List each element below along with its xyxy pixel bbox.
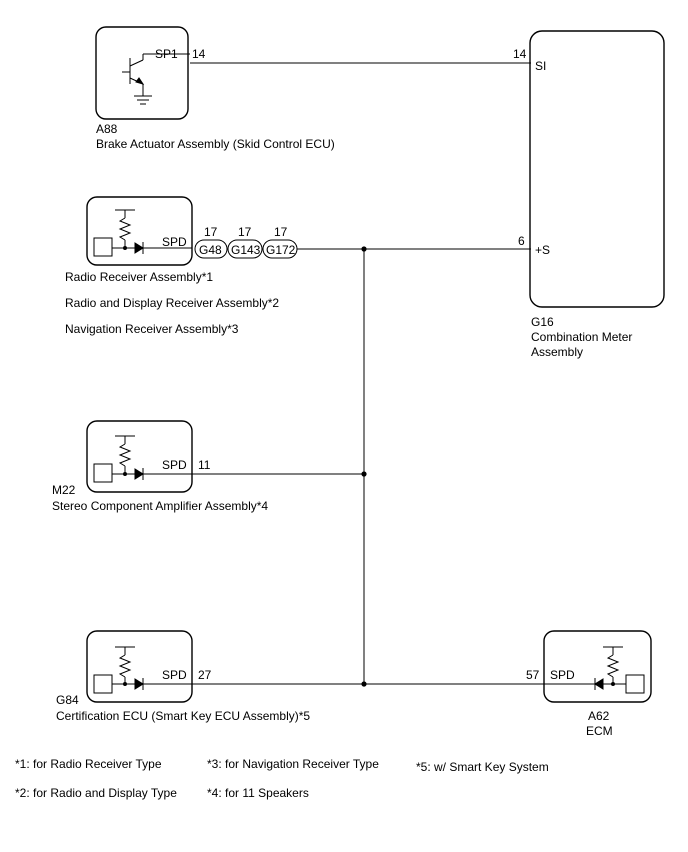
g16-pin1-name: SI <box>535 59 546 73</box>
connector-group: G48 17 G143 17 G172 17 <box>194 225 298 259</box>
a62-name: ECM <box>586 724 613 738</box>
m22-pin-number: 11 <box>198 458 211 472</box>
a88-box <box>95 26 189 120</box>
g16-pin1-number: 14 <box>513 47 527 61</box>
g84-pin-number: 27 <box>198 668 212 682</box>
m22-box <box>86 420 193 493</box>
g84-pin-name: SPD <box>162 668 187 682</box>
g16-name-line1: Combination Meter <box>531 330 632 344</box>
m22-pin-name: SPD <box>162 458 187 472</box>
footnote-2: *2: for Radio and Display Type <box>15 786 177 800</box>
a88-code: A88 <box>96 122 118 136</box>
connector-g172-pin: 17 <box>274 225 288 239</box>
radio-name-2: Radio and Display Receiver Assembly*2 <box>65 296 279 310</box>
radio-component: SPD Radio Receiver Assembly*1 Radio and … <box>65 196 279 336</box>
m22-component: SPD 11 M22 Stereo Component Amplifier As… <box>52 420 268 513</box>
radio-name-1: Radio Receiver Assembly*1 <box>65 270 213 284</box>
connector-g143 <box>227 239 263 259</box>
connector-g172-label: G172 <box>266 243 296 257</box>
a88-pin-name: SP1 <box>155 47 178 61</box>
a62-pin-name: SPD <box>550 668 575 682</box>
g84-code: G84 <box>56 693 79 707</box>
footnote-5: *5: w/ Smart Key System <box>416 760 549 774</box>
m22-junction-dot <box>123 472 127 476</box>
connector-g48-label: G48 <box>199 243 222 257</box>
g84-junction-dot <box>123 682 127 686</box>
pullup-circuit-icon <box>93 209 192 257</box>
g84-box <box>86 630 193 703</box>
radio-box <box>86 196 193 266</box>
footnote-1: *1: for Radio Receiver Type <box>15 757 162 771</box>
junction-dot-1 <box>361 246 367 252</box>
connector-g143-label: G143 <box>231 243 261 257</box>
a62-component: SPD 57 A62 ECM <box>526 630 652 738</box>
footnote-3: *3: for Navigation Receiver Type <box>207 757 379 771</box>
radio-junction-dot <box>123 246 127 250</box>
radio-name-3: Navigation Receiver Assembly*3 <box>65 322 239 336</box>
connector-g143-pin: 17 <box>238 225 252 239</box>
g84-name: Certification ECU (Smart Key ECU Assembl… <box>56 709 310 723</box>
footnotes: *1: for Radio Receiver Type *2: for Radi… <box>15 757 549 800</box>
ground-icon <box>134 95 152 105</box>
g16-box <box>529 30 665 308</box>
g84-component: SPD 27 G84 Certification ECU (Smart Key … <box>56 630 310 723</box>
a62-junction-dot <box>611 682 615 686</box>
g16-pin2-name: +S <box>535 243 550 257</box>
g16-component: 14 SI 6 +S G16 Combination Meter Assembl… <box>513 30 665 359</box>
g16-name-line2: Assembly <box>531 345 583 359</box>
a62-code: A62 <box>588 709 610 723</box>
g16-pin2-number: 6 <box>518 234 525 248</box>
transistor-icon <box>122 53 190 96</box>
a62-box <box>543 630 652 703</box>
connector-g48-pin: 17 <box>204 225 218 239</box>
footnote-4: *4: for 11 Speakers <box>207 786 309 800</box>
a88-component: SP1 14 A88 Brake Actuator Assembly (Skid… <box>95 26 335 151</box>
m22-name: Stereo Component Amplifier Assembly*4 <box>52 499 268 513</box>
m22-code: M22 <box>52 483 76 497</box>
connector-g48 <box>194 239 228 259</box>
a62-pin-number: 57 <box>526 668 540 682</box>
g16-code: G16 <box>531 315 554 329</box>
a88-name: Brake Actuator Assembly (Skid Control EC… <box>96 137 335 151</box>
radio-pin-name: SPD <box>162 235 187 249</box>
a88-pin-number: 14 <box>192 47 206 61</box>
